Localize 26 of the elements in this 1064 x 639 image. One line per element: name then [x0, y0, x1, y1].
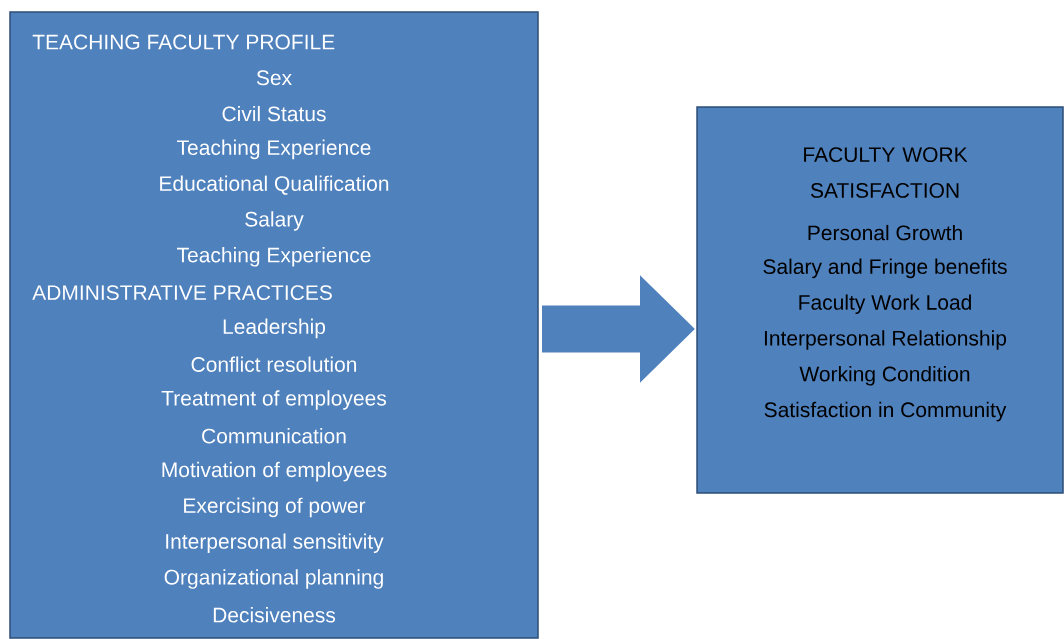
list-item: Interpersonal sensitivity: [166, 533, 384, 553]
heading: TEACHING FACULTY PROFILE: [32, 34, 335, 50]
text-box: [696, 106, 1064, 494]
list-item: Teaching Experience: [177, 139, 371, 160]
list-item: Sex: [256, 70, 292, 86]
heading: ADMINISTRATIVE PRACTICES: [32, 285, 332, 301]
list-item: Salary: [245, 211, 304, 231]
text-box: [9, 11, 539, 639]
list-item: Civil Status: [222, 105, 326, 122]
list-item: Salary and Fringe benefits: [763, 258, 1007, 279]
list-item: Decisiveness: [213, 607, 336, 623]
list-item: Motivation of employees: [162, 461, 387, 482]
list-item: Interpersonal Relationship: [764, 330, 1007, 350]
list-item: Teaching Experience: [177, 247, 371, 267]
list-item: Satisfaction in Community: [764, 401, 1007, 422]
list-item: Conflict resolution: [191, 356, 357, 372]
heading: FACULTY WORK SATISFACTION: [804, 147, 968, 198]
list-item: Working Condition: [799, 366, 970, 386]
list-item: Faculty Work Load: [799, 294, 971, 314]
list-item: Organizational planning: [164, 569, 383, 589]
list-item: Communication: [202, 428, 346, 444]
list-item: Exercising of power: [184, 497, 366, 518]
list-item: Educational Qualification: [160, 175, 389, 195]
list-item: Treatment of employees: [161, 390, 387, 410]
list-item: Leadership: [223, 318, 326, 339]
list-item: Personal Growth: [808, 224, 962, 241]
